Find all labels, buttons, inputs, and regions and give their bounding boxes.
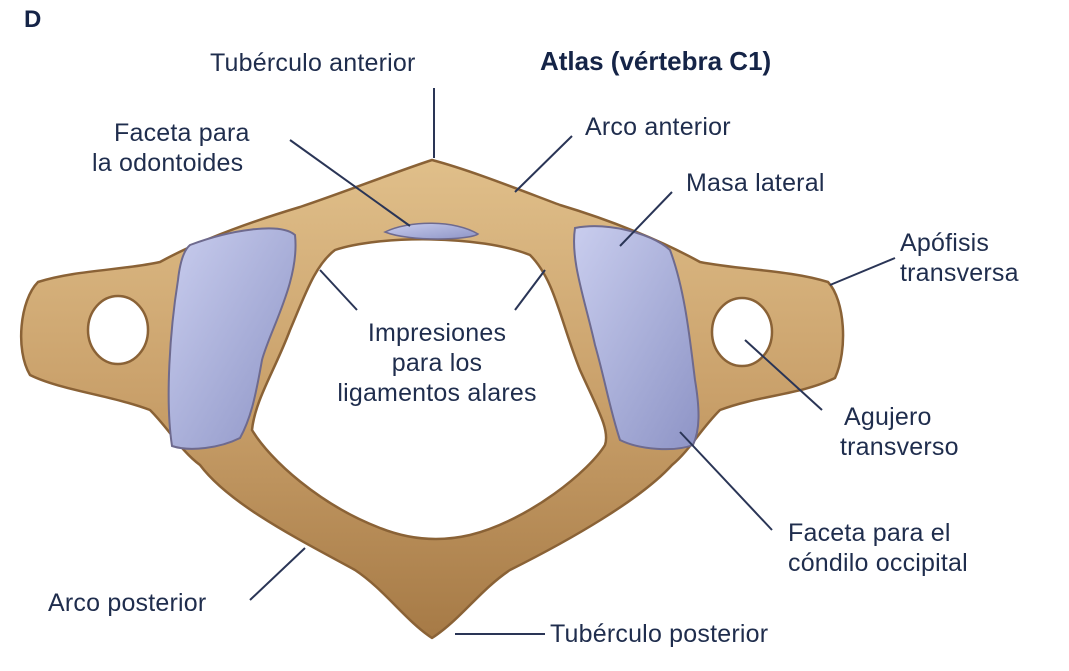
odontoid-facet xyxy=(383,222,480,240)
label-apofisis-line2: transversa xyxy=(900,259,1019,287)
label-agujero-transverso: Agujero transverso xyxy=(840,402,959,462)
label-faceta-odontoides: Faceta para la odontoides xyxy=(92,118,250,178)
facet-left xyxy=(167,227,297,450)
label-arco-anterior: Arco anterior xyxy=(585,113,731,141)
label-masa-lateral: Masa lateral xyxy=(686,169,825,197)
label-apofisis-line1: Apófisis xyxy=(900,229,990,257)
label-arco-posterior: Arco posterior xyxy=(48,589,207,617)
label-tuberculo-anterior: Tubérculo anterior xyxy=(210,49,416,77)
label-impresiones-line3: ligamentos alares xyxy=(337,379,537,407)
label-impresiones-line1: Impresiones xyxy=(367,319,507,347)
panel-letter: D xyxy=(24,6,42,33)
label-impresiones: Impresiones para los ligamentos alares xyxy=(312,318,562,408)
label-faceta-odontoides-line2: la odontoides xyxy=(92,149,244,177)
label-apofisis-transversa: Apófisis transversa xyxy=(900,228,1019,288)
label-impresiones-line2: para los xyxy=(391,349,483,377)
figure-title: Atlas (vértebra C1) xyxy=(540,46,772,76)
label-agujero-line2: transverso xyxy=(840,433,959,461)
label-faceta-odontoides-line1: Faceta para xyxy=(114,119,250,147)
leader-lines xyxy=(249,88,896,635)
label-tuberculo-posterior: Tubérculo posterior xyxy=(550,620,769,648)
label-faceta-condilo-line2: cóndilo occipital xyxy=(788,549,968,577)
label-agujero-line1: Agujero xyxy=(844,403,932,431)
label-faceta-condilo-line1: Faceta para el xyxy=(788,519,951,547)
transverse-foramen-right xyxy=(710,296,774,368)
transverse-foramen-left xyxy=(86,294,150,366)
vertebral-foramen xyxy=(250,238,608,541)
label-faceta-condilo: Faceta para el cóndilo occipital xyxy=(788,518,968,578)
